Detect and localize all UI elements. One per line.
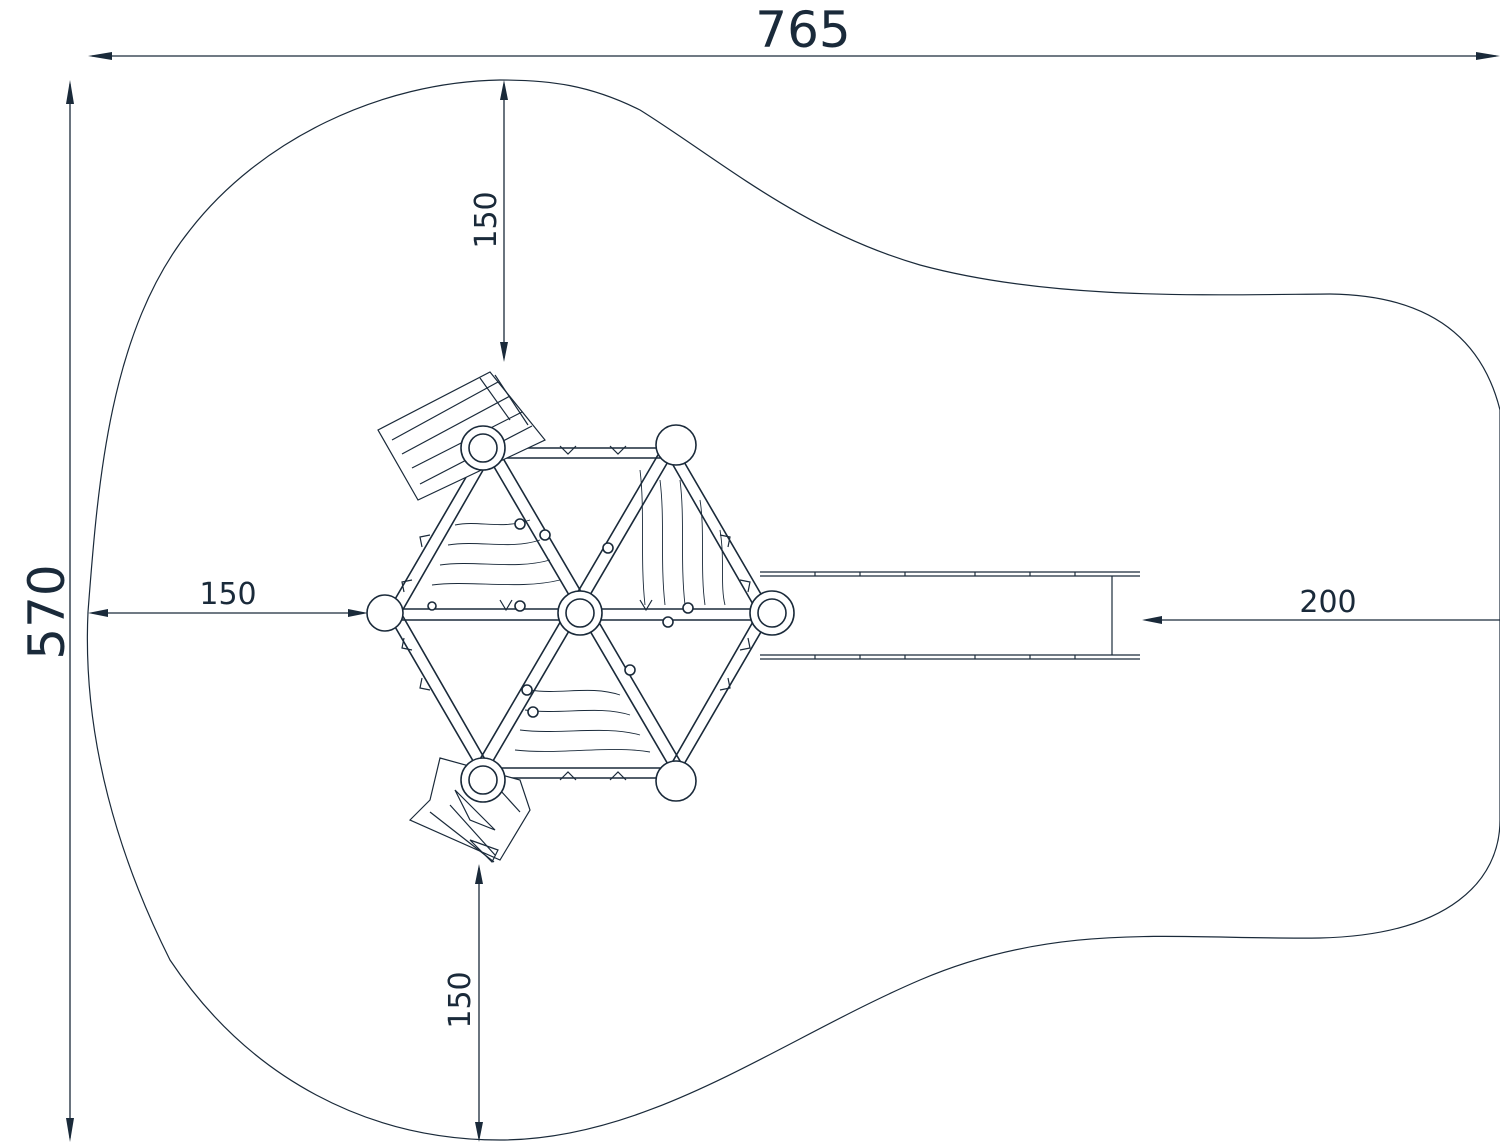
climbing-frame (366, 371, 795, 864)
dimension-clearance-left: 150 (88, 577, 368, 617)
dimension-depth-label: 570 (18, 564, 76, 659)
dimension-depth: 570 (18, 80, 76, 1142)
frame-post (366, 424, 795, 803)
dimension-clearance-left-label: 150 (199, 577, 256, 612)
dimension-clearance-top: 150 (469, 80, 508, 362)
safety-zone-outline (86, 79, 1500, 1141)
dimension-clearance-right-label: 200 (1299, 585, 1356, 620)
climbing-net (431, 469, 726, 753)
roof-panel-top (377, 371, 546, 501)
dimension-clearance-bottom-label: 150 (443, 971, 478, 1028)
dimension-clearance-bottom: 150 (443, 864, 483, 1142)
dimension-width-label: 765 (755, 1, 850, 59)
dimension-clearance-right: 200 (1142, 585, 1500, 624)
slide-walkway (760, 571, 1140, 660)
dimension-clearance-top-label: 150 (469, 191, 504, 248)
dimension-width: 765 (88, 1, 1500, 60)
